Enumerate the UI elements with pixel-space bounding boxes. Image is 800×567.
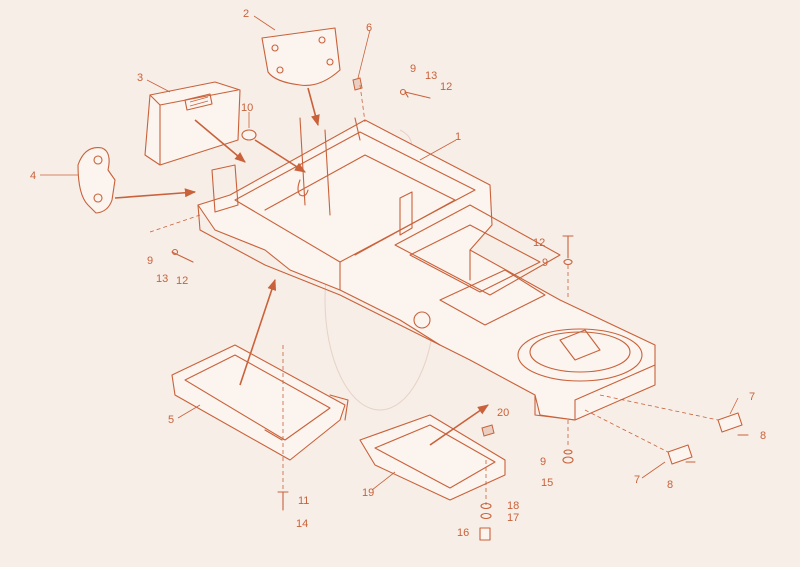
seat-bracket (261, 27, 341, 86)
alignment-lines (149, 84, 719, 505)
callout-9-d: 9 (540, 456, 546, 468)
callout-12-c: 12 (533, 237, 545, 249)
callout-13-b: 13 (156, 273, 168, 285)
callout-9-a: 9 (410, 63, 416, 75)
callout-10: 10 (241, 102, 253, 114)
callout-12-b: 12 (176, 275, 188, 287)
callout-16: 16 (457, 527, 469, 539)
callout-3: 3 (137, 72, 143, 84)
callout-9-b: 9 (147, 255, 153, 267)
counterweight (77, 147, 116, 214)
callout-4: 4 (30, 170, 36, 182)
callout-9-c: 9 (542, 257, 548, 269)
callout-7-a: 7 (749, 391, 755, 403)
callout-2: 2 (243, 8, 249, 20)
callout-11: 11 (298, 495, 309, 507)
callout-labels: 1 2 3 4 5 6 10 9 13 12 9 13 12 12 9 7 8 … (30, 8, 766, 539)
callout-14: 14 (296, 518, 308, 530)
main-frame (197, 117, 656, 421)
small-hardware (171, 77, 749, 541)
callout-6: 6 (366, 22, 372, 34)
leader-lines (40, 15, 739, 491)
callout-20: 20 (497, 407, 509, 419)
callout-12-a: 12 (440, 81, 452, 93)
callout-19: 19 (362, 487, 374, 499)
callout-1: 1 (455, 131, 461, 143)
callout-5: 5 (168, 414, 174, 426)
floor-plate (171, 344, 349, 461)
callout-13-a: 13 (425, 70, 437, 82)
callout-7-b: 7 (634, 474, 640, 486)
callout-8-a: 8 (760, 430, 766, 442)
assembly-arrows (114, 87, 489, 446)
lower-cover (359, 414, 506, 501)
callout-18: 18 (507, 500, 519, 512)
callout-8-b: 8 (667, 479, 673, 491)
callout-17: 17 (507, 512, 519, 524)
battery-box (144, 81, 241, 166)
callout-15: 15 (541, 477, 553, 489)
